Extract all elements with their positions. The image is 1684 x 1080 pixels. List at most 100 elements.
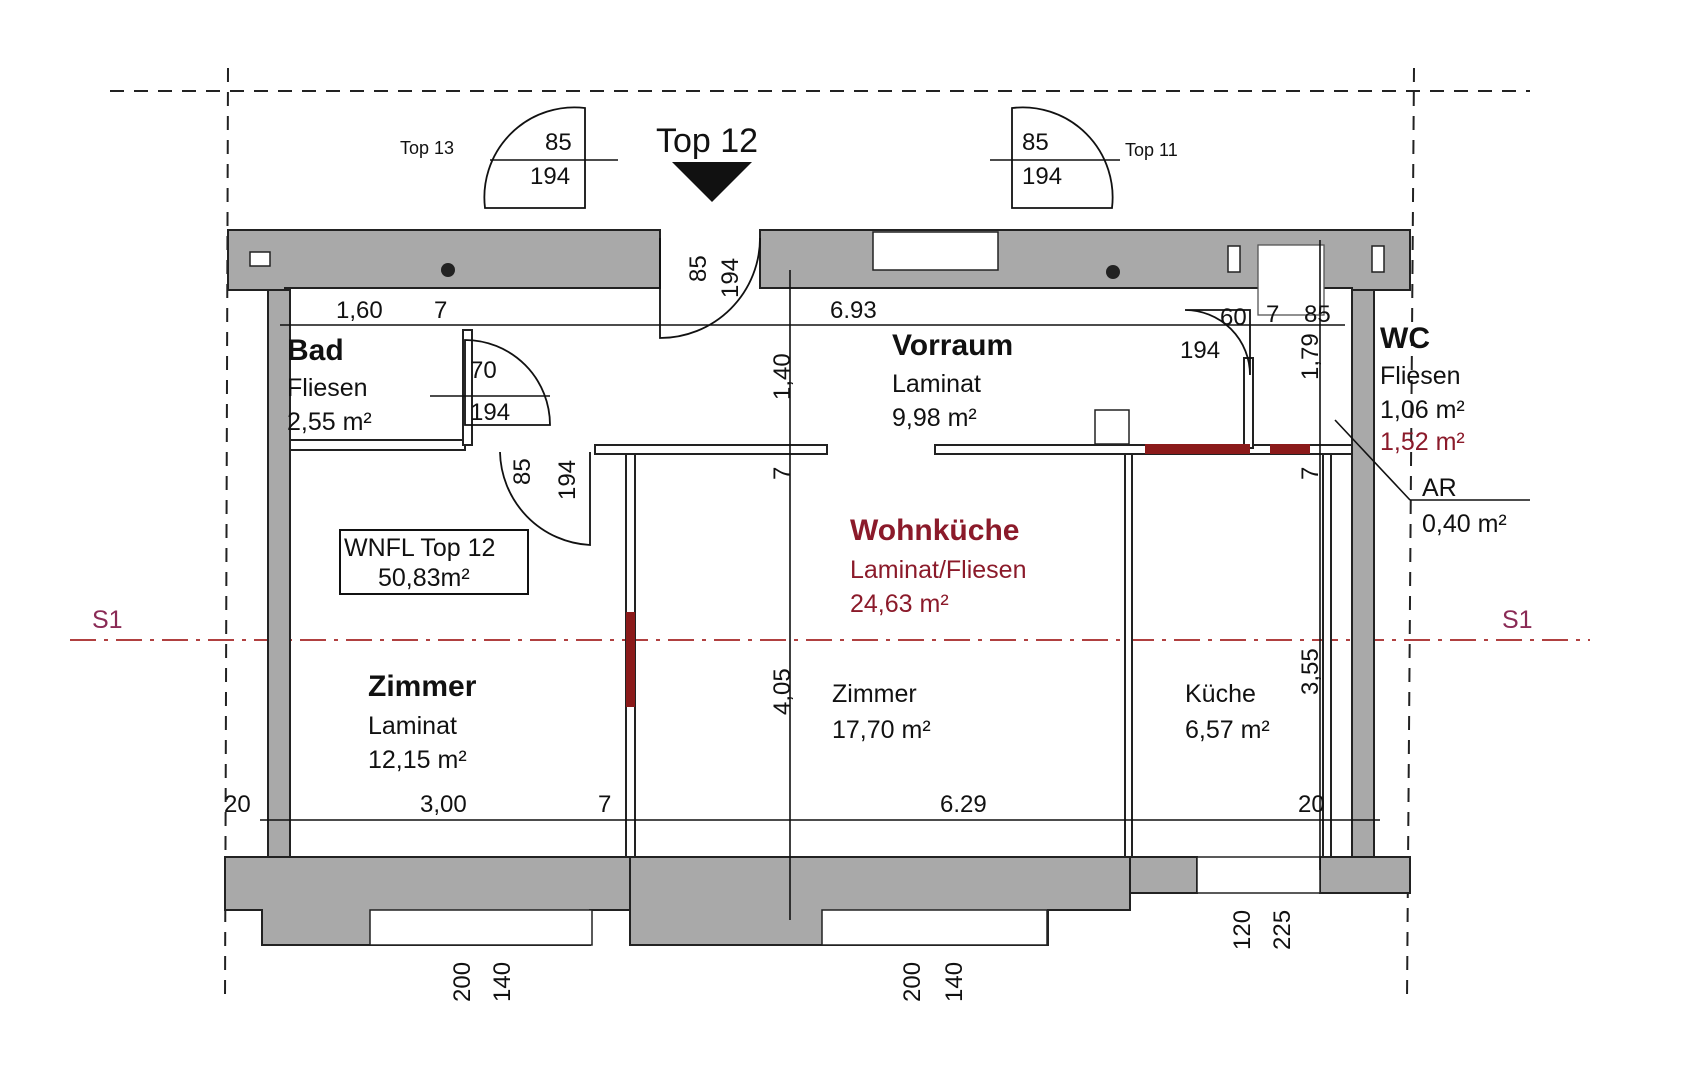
wall-vorraum-right [934,444,1353,455]
dim-20b: 20 [1298,791,1325,818]
room-ar-name: AR [1422,474,1457,502]
wall-bad-bottom [289,439,466,451]
dim-693: 6.93 [830,297,877,324]
dim-300: 3,00 [420,791,467,818]
dim-20a: 20 [224,791,251,818]
dim-629: 6.29 [940,791,987,818]
wnfl-line1: WNFL Top 12 [344,534,495,562]
entrance-triangle-icon [672,162,752,202]
shaft-right-2 [1371,245,1385,273]
room-ar-area: 0,40 m² [1422,510,1507,538]
unit-title: Top 12 [656,122,758,160]
window-bottom-1 [369,909,593,946]
dim-7a: 7 [434,297,447,324]
room-bad-floor: Fliesen [287,374,368,402]
wall-top-left [227,229,661,299]
door-entry-width: 85 [685,255,712,282]
dim-7b: 7 [1266,301,1279,328]
door-top11-height: 194 [1022,163,1062,190]
open-partition-red-3 [1270,444,1310,454]
room-wohnkueche-floor: Laminat/Fliesen [850,556,1026,584]
door-zimmer-width: 85 [509,458,536,485]
room-wc-area: 1,06 m² [1380,396,1465,424]
neighbor-right: Top 11 [1125,140,1178,160]
dim-7c: 7 [769,467,796,480]
vent-icon-1 [441,263,455,277]
window-bottom-3 [1196,856,1321,894]
room-wc-area2: 1,52 m² [1380,428,1465,456]
doors [464,106,1251,546]
wnfl-line2: 50,83m² [378,564,470,592]
window-1-b: 140 [489,962,516,1002]
window-1-a: 200 [449,962,476,1002]
room-kueche-area: 6,57 m² [1185,716,1270,744]
room-wc-name: WC [1380,322,1430,355]
wall-bottom-right [1129,856,1198,894]
door-entry-height: 194 [717,258,744,298]
room-zimmer-left-name: Zimmer [368,670,477,703]
room-bad-area: 2,55 m² [287,408,372,436]
wall-kueche-left [1124,453,1133,858]
shaft-left [249,251,271,267]
wall-bottom-right2 [1319,856,1411,894]
door-entry-arc [659,237,761,339]
room-zimmer-left-floor: Laminat [368,712,457,740]
dim-179: 1,79 [1297,333,1324,380]
room-zimmer-mid-area: 17,70 m² [832,716,931,744]
door-zimmer-height: 194 [554,460,581,500]
window-3-a: 120 [1229,910,1256,950]
door-bad-height: 194 [470,399,510,426]
section-label-left: S1 [92,606,123,634]
wnfl-box [339,529,529,595]
neighbor-left: Top 13 [400,138,454,158]
door-top13-arc [483,106,586,209]
door-wc-arc [1184,309,1251,376]
room-vorraum-area: 9,98 m² [892,404,977,432]
room-bad-name: Bad [287,334,344,367]
door-top11-width: 85 [1022,129,1049,156]
wall-ar-left [1322,453,1332,858]
window-2-a: 200 [899,962,926,1002]
open-partition-red-2 [1145,444,1250,454]
dim-405: 4,05 [769,668,796,715]
shaft-vorraum [1094,409,1130,445]
room-zimmer-left-area: 12,15 m² [368,746,467,774]
wc-fixture [1257,244,1325,316]
open-partition-red-1 [626,612,635,707]
dim-140v: 1,40 [769,353,796,400]
wall-bad-right [462,329,473,446]
shaft-right-1 [1227,245,1241,273]
wall-right [1351,289,1375,859]
wall-zimmer-top [594,444,828,455]
window-bottom-2 [821,909,1048,946]
room-wohnkueche-name: Wohnküche [850,514,1019,547]
room-vorraum-floor: Laminat [892,370,981,398]
door-top13-height: 194 [530,163,570,190]
axis-right [1406,67,1415,1001]
window-top [872,231,999,271]
room-kueche-name: Küche [1185,680,1256,708]
dim-7e: 7 [598,791,611,818]
room-vorraum-name: Vorraum [892,329,1013,362]
wall-wc-left [1243,357,1254,449]
section-label-right: S1 [1502,606,1533,634]
window-3-b: 225 [1269,910,1296,950]
door-bad-arc [464,339,551,426]
vent-icon-2 [1106,265,1120,279]
door-zimmer-arc [499,451,591,546]
room-zimmer-mid-name: Zimmer [832,680,917,708]
door-top13-width: 85 [545,129,572,156]
dimension-lines [260,159,1530,920]
window-2-b: 140 [941,962,968,1002]
dim-160: 1,60 [336,297,383,324]
room-wohnkueche-area: 24,63 m² [850,590,949,618]
walls [224,229,1411,946]
axis-left [224,67,229,1001]
door-top11-arc [1011,106,1114,209]
dim-60: 60 [1220,304,1247,331]
door-bad-width: 70 [470,357,497,384]
dim-line-ar-leader [1334,419,1411,501]
dim-355: 3,55 [1297,648,1324,695]
dim-7d: 7 [1297,467,1324,480]
